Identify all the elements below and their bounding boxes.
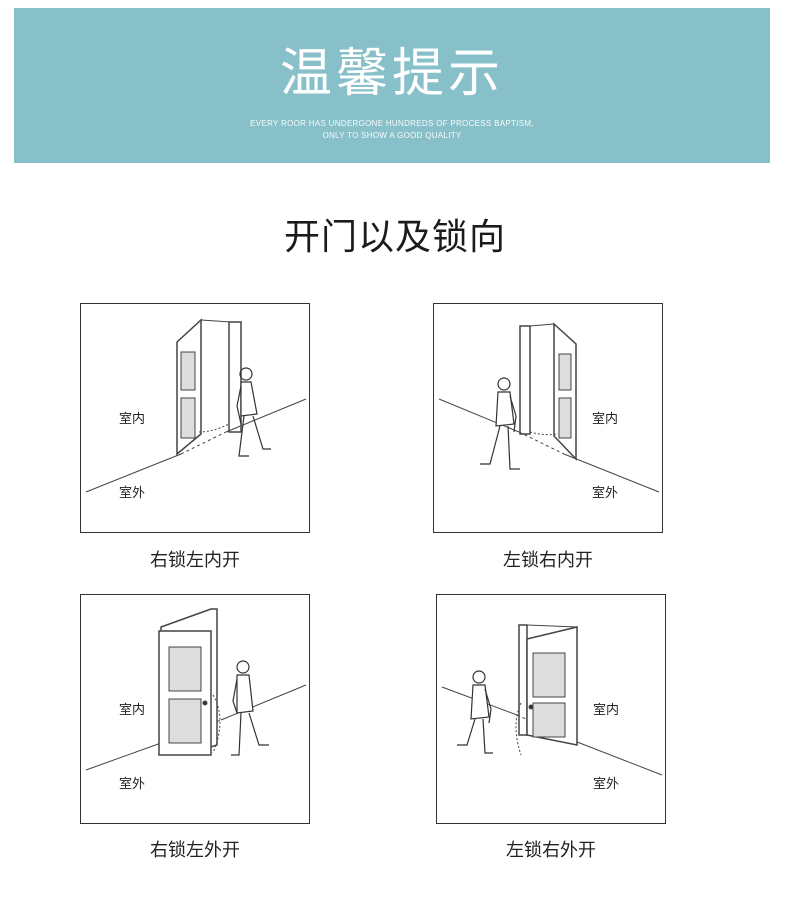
door-illustration-icon [85, 608, 307, 771]
indoor-label: 室内 [119, 703, 146, 718]
caption-3: 右锁左外开 [150, 840, 240, 861]
section-title: 开门以及锁向 [283, 217, 506, 258]
outdoor-label: 室外 [593, 777, 620, 792]
door-illustration-icon [441, 624, 663, 776]
banner-subtitle-line-1: EVERY ROOR HAS UNDERGONE HUNDREDS OF PRO… [250, 119, 534, 128]
banner-title: 温馨提示 [279, 44, 504, 104]
caption-4: 左锁右外开 [506, 840, 596, 861]
banner-subtitle-line-2: ONLY TO SHOW A GOOD QUALITY [322, 131, 462, 140]
door-diagram-4: 室内 室外 [436, 594, 666, 824]
indoor-label: 室内 [119, 412, 146, 427]
outdoor-label: 室外 [119, 486, 146, 501]
door-diagram-3: 室内 室外 [80, 594, 310, 824]
indoor-label: 室内 [593, 703, 620, 718]
outdoor-label: 室外 [119, 777, 146, 792]
door-diagram-2: 室内 室外 [433, 303, 663, 533]
caption-2: 左锁右内开 [503, 550, 593, 571]
door-illustration-icon [438, 322, 660, 493]
indoor-label: 室内 [592, 412, 619, 427]
outdoor-label: 室外 [592, 486, 619, 501]
header-banner: 温馨提示 EVERY ROOR HAS UNDERGONE HUNDREDS O… [14, 8, 770, 163]
banner-subtitle: EVERY ROOR HAS UNDERGONE HUNDREDS OF PRO… [14, 118, 770, 142]
door-illustration-icon [85, 318, 307, 493]
door-diagram-1: 室内 室外 [80, 303, 310, 533]
caption-1: 右锁左内开 [150, 550, 240, 571]
